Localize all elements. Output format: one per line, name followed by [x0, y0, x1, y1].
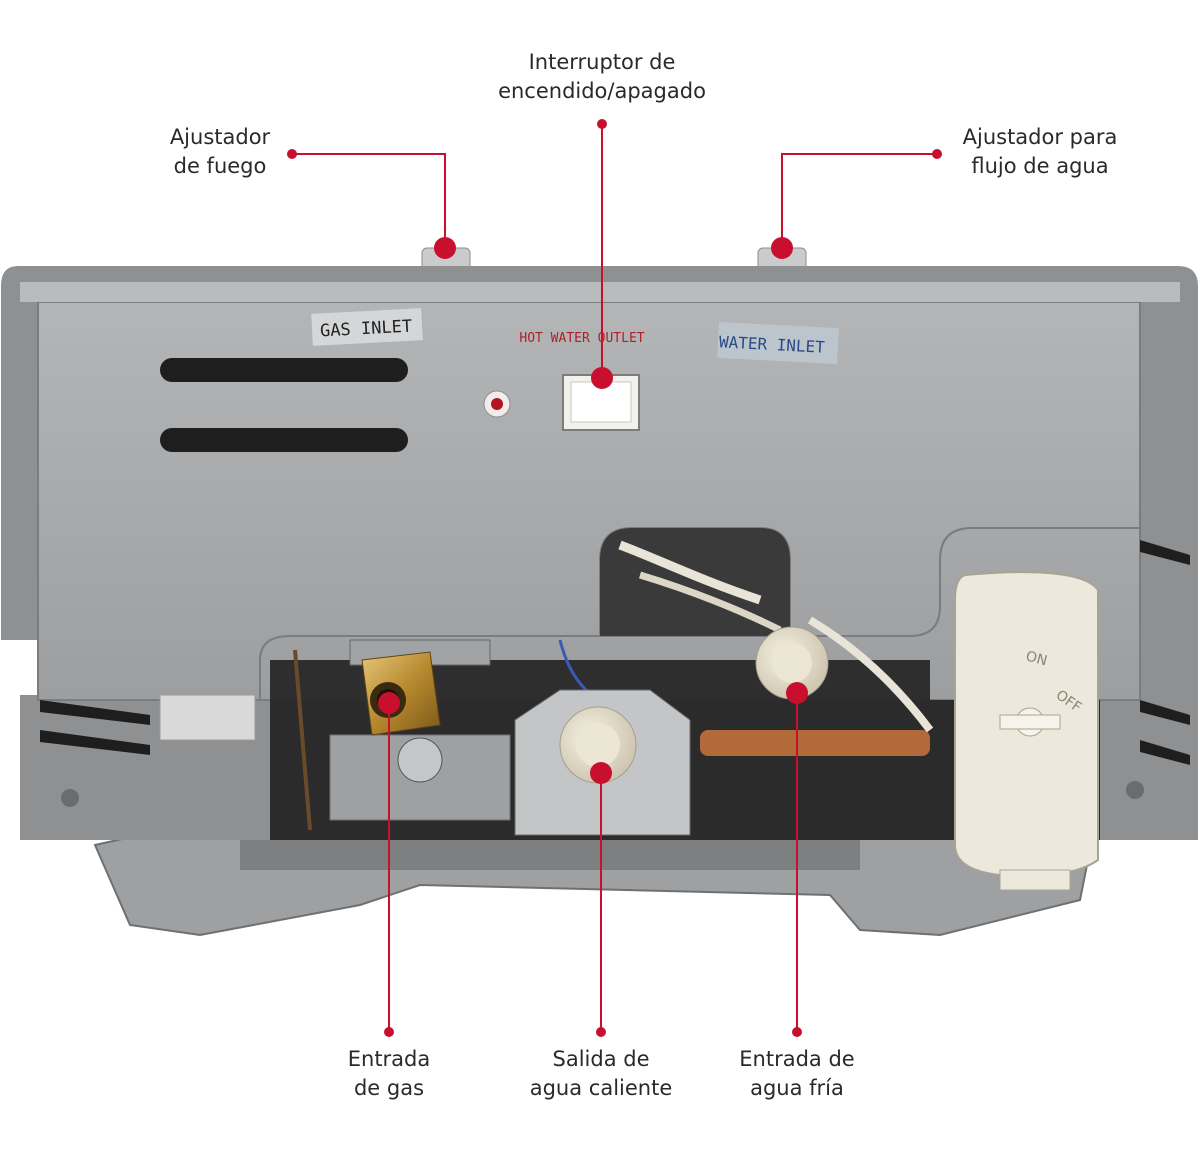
cold-water-inlet-dot: [786, 682, 808, 704]
water-flow-adjuster-dot: [771, 237, 793, 259]
callout-power-switch-line1: Interruptor de: [528, 50, 676, 74]
cold-water-inlet-end-dot: [792, 1027, 802, 1037]
callout-cold-water-inlet: Entrada de agua fría: [697, 1045, 897, 1103]
hot-water-outlet-sticker: HOT WATER OUTLET: [519, 331, 644, 346]
power-switch-end-dot: [597, 119, 607, 129]
gas-inlet-sticker-text: GAS INLET: [320, 317, 413, 342]
callout-hot-water-outlet-line1: Salida de: [552, 1047, 650, 1071]
callout-gas-inlet-line2: de gas: [353, 1076, 425, 1100]
callout-fire-adjuster-line2: de fuego: [173, 154, 267, 178]
fire-adjuster-dot: [434, 237, 456, 259]
side-vents: [40, 540, 1190, 765]
callout-hot-water-outlet-line2: agua caliente: [529, 1076, 673, 1100]
callout-power-switch-line2: encendido/apagado: [498, 79, 706, 103]
callout-water-flow-adjuster-line2: flujo de agua: [971, 154, 1109, 178]
callout-fire-adjuster: Ajustador de fuego: [120, 123, 320, 181]
callout-gas-inlet: Entrada de gas: [289, 1045, 489, 1103]
gas-inlet-fitting: [349, 639, 491, 783]
gas-inlet-dot: [378, 692, 400, 714]
vent-slots: [160, 358, 408, 452]
hot-water-outlet-end-dot: [596, 1027, 606, 1037]
hot-water-outlet-dot: [590, 762, 612, 784]
callout-hot-water-outlet: Salida de agua caliente: [491, 1045, 711, 1103]
battery-box-on-label: ON: [1024, 648, 1049, 669]
leader-lines: [292, 124, 937, 1032]
callout-power-switch: Interruptor de encendido/apagado: [452, 48, 752, 106]
gas-inlet-end-dot: [384, 1027, 394, 1037]
hot-water-outlet-sticker-text: HOT WATER OUTLET: [519, 331, 644, 346]
fire-adjuster-leader: [292, 153, 446, 248]
power-switch-dot: [591, 367, 613, 389]
callout-water-flow-adjuster: Ajustador para flujo de agua: [930, 123, 1150, 181]
water-flow-adjuster-leader: [781, 153, 937, 248]
battery-box: ON OFF: [954, 571, 1099, 891]
water-flow-adjuster-end-dot: [932, 149, 942, 159]
callout-gas-inlet-line1: Entrada: [347, 1047, 431, 1071]
gas-inlet-sticker: GAS INLET: [311, 308, 423, 346]
water-inlet-sticker: WATER INLET: [717, 321, 839, 365]
indicator-light: [483, 390, 511, 418]
cold-water-inlet-fitting: [755, 626, 829, 700]
callout-cold-water-inlet-line1: Entrada de: [739, 1047, 855, 1071]
callout-dots: [287, 119, 942, 1037]
fire-adjuster-end-dot: [287, 149, 297, 159]
callout-water-flow-adjuster-line1: Ajustador para: [962, 125, 1118, 149]
callout-fire-adjuster-line1: Ajustador: [169, 125, 271, 149]
callout-cold-water-inlet-line2: agua fría: [750, 1076, 844, 1100]
